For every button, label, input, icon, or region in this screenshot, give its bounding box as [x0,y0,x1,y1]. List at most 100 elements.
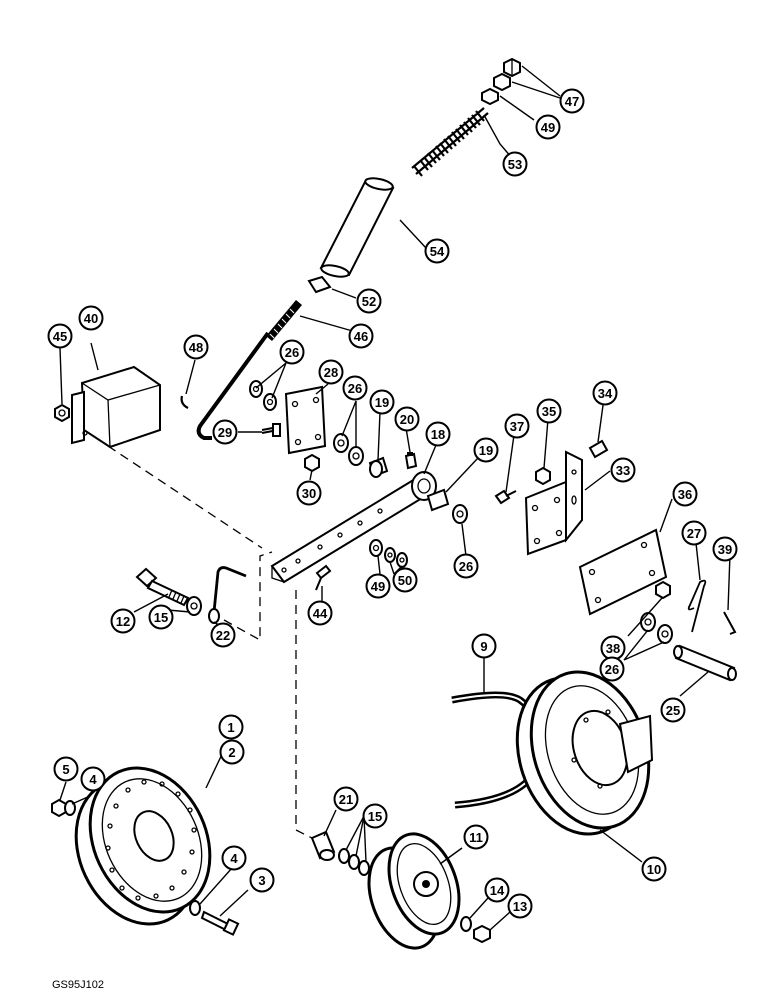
callout-number: 25 [666,703,680,718]
callout-circle [592,380,618,406]
callout-circle [218,714,244,740]
washers-49-50 [369,539,408,568]
callout-circle [47,323,73,349]
callout-40: 40 [78,305,104,331]
callout-number: 53 [508,157,522,172]
callout-number: 33 [616,463,630,478]
callout-number: 15 [368,809,382,824]
callout-34: 34 [592,380,618,406]
cotter-pin-48 [180,395,189,409]
callout-circle [559,88,585,114]
callout-49: 49 [365,573,391,599]
callout-number: 3 [258,873,265,888]
callout-4: 4 [221,845,247,871]
callout-circle [110,608,136,634]
callout-9: 9 [471,633,497,659]
callout-circle [80,766,106,792]
callout-circle [424,238,450,264]
callout-14: 14 [484,877,510,903]
pin-39 [723,611,737,635]
callout-number: 11 [469,830,483,845]
callout-number: 4 [89,772,97,787]
callout-circle [535,114,561,140]
nuts-4-5-left [51,798,76,818]
callout-number: 9 [480,639,487,654]
callout-number: 26 [459,559,473,574]
rod-22 [208,566,247,624]
washer-26-arm [452,504,468,524]
callout-number: 26 [605,662,619,677]
callout-circle [210,622,236,648]
callout-20: 20 [394,406,420,432]
dashed-guide-lines [107,445,317,841]
callout-53: 53 [502,151,528,177]
callout-11: 11 [463,824,489,850]
callout-1: 1 [218,714,244,740]
callout-circle [660,697,686,723]
callout-circle [484,877,510,903]
callout-38: 38 [600,635,626,661]
callout-45: 45 [47,323,73,349]
callout-circle [599,656,625,682]
callout-circle [712,536,738,562]
callout-circle [53,756,79,782]
callout-49: 49 [535,114,561,140]
callout-circle [502,151,528,177]
nuts-13-14 [460,916,491,944]
pulley-10 [515,670,654,836]
callout-number: 40 [84,311,98,326]
callout-circle [348,323,374,349]
callout-number: 19 [479,443,493,458]
callout-number: 34 [598,386,613,401]
bolt-29 [261,423,281,437]
callout-circle [342,375,368,401]
rod-46 [196,300,302,440]
callout-3: 3 [249,867,275,893]
callout-26: 26 [342,375,368,401]
callout-number: 46 [354,329,368,344]
callout-circle [279,339,305,365]
bolt-37 [494,489,517,505]
callout-30: 30 [296,480,322,506]
callout-number: 14 [490,883,505,898]
bushing-21 [310,830,336,861]
callout-29: 29 [212,419,238,445]
callout-10: 10 [641,856,667,882]
callout-number: 13 [513,899,527,914]
callout-19: 19 [473,437,499,463]
nut-30 [304,453,320,473]
callout-circle [78,305,104,331]
callout-number: 35 [542,404,556,419]
callout-number: 18 [431,427,445,442]
callout-circle [249,867,275,893]
callout-circle [471,633,497,659]
callout-number: 37 [510,419,524,434]
callout-47: 47 [559,88,585,114]
callout-number: 49 [541,120,555,135]
callout-2: 2 [219,739,245,765]
shield-40 [71,365,161,449]
callout-number: 49 [371,579,385,594]
callout-48: 48 [183,334,209,360]
callout-circle [425,421,451,447]
callout-52: 52 [356,288,382,314]
callout-circle [365,573,391,599]
callout-15: 15 [362,803,388,829]
spring-53 [411,107,489,177]
nut-47-upper [503,57,521,78]
callout-number: 20 [400,412,414,427]
bracket-33 [524,450,583,556]
callout-circle [392,567,418,593]
callout-36: 36 [672,481,698,507]
callout-35: 35 [536,398,562,424]
callout-33: 33 [610,457,636,483]
callout-number: 2 [228,745,235,760]
hairpin-27 [687,579,707,633]
callout-22: 22 [210,622,236,648]
callout-circle [212,419,238,445]
pulley-11 [367,832,461,950]
callout-number: 44 [313,606,328,621]
nut-38 [655,580,671,600]
